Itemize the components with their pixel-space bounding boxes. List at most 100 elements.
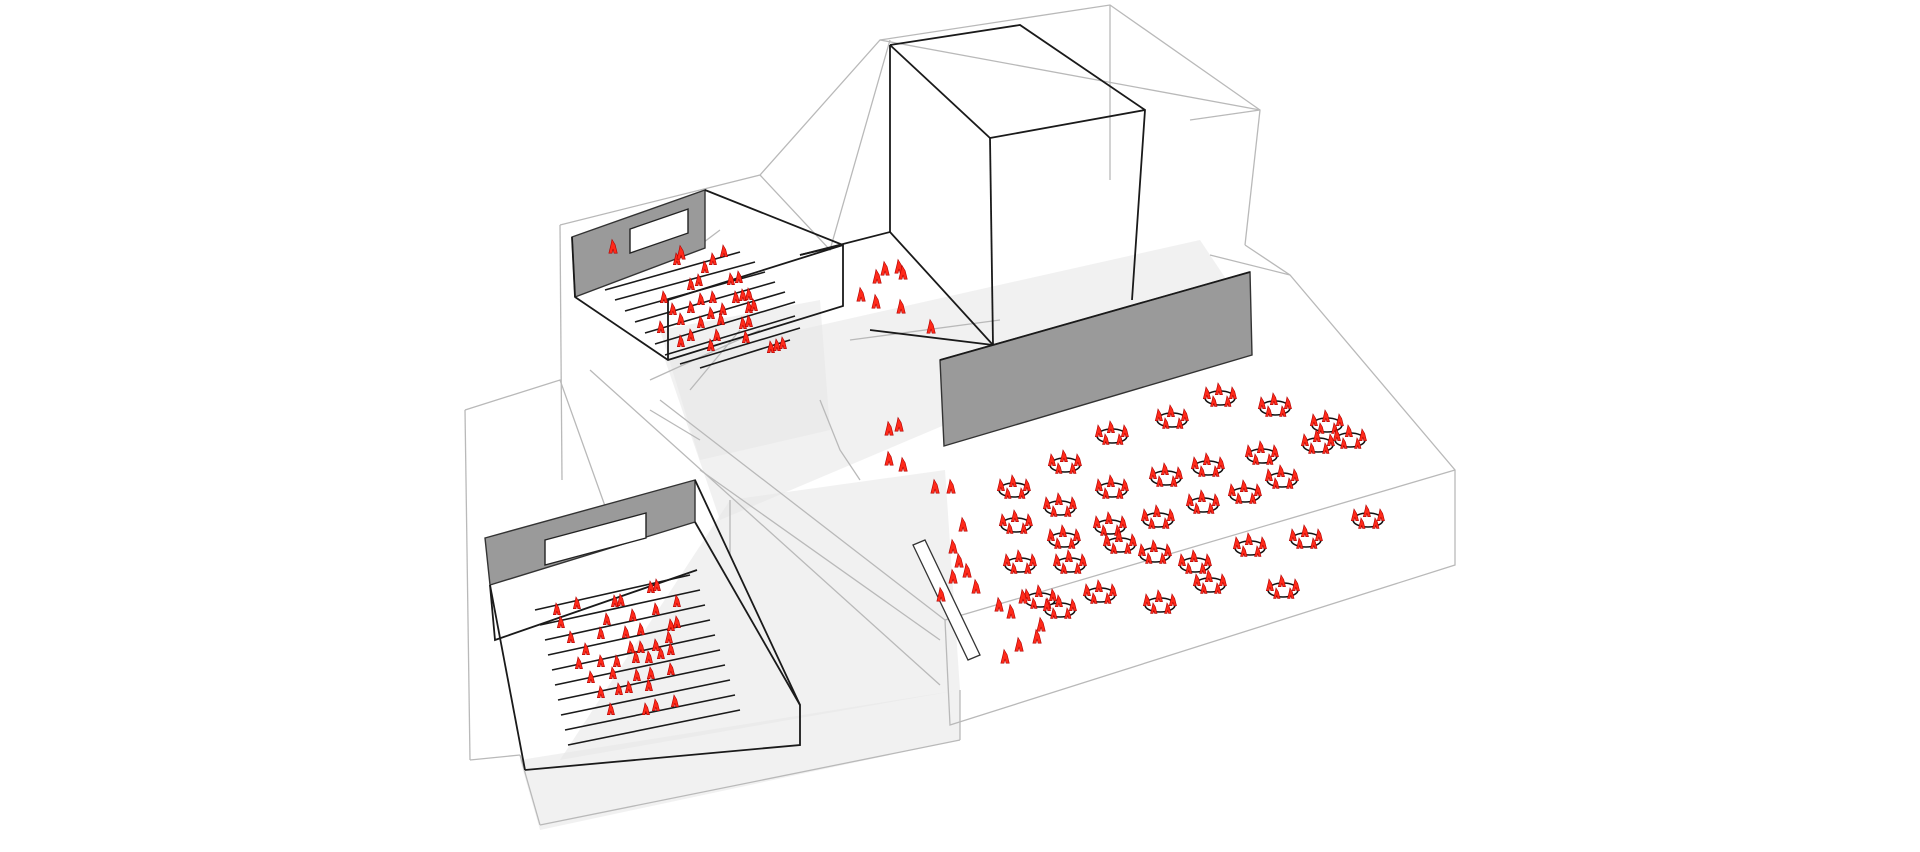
person-figure	[872, 268, 882, 284]
person-figure	[1174, 466, 1183, 479]
person-figure	[1212, 465, 1220, 477]
person-figure	[1050, 505, 1058, 517]
person-figure	[552, 602, 561, 615]
person-figure	[1116, 433, 1124, 445]
person-figure	[1216, 456, 1225, 469]
person-figure	[1082, 583, 1091, 596]
person-figure	[1279, 405, 1287, 417]
person-figure	[1276, 464, 1285, 477]
person-figure	[651, 638, 660, 651]
person-figure	[1269, 392, 1278, 405]
person-figure	[1149, 539, 1158, 552]
person-figure	[954, 552, 964, 568]
person-figure	[586, 670, 595, 683]
person-figure	[1207, 502, 1215, 514]
person-figure	[706, 338, 715, 351]
person-figure	[1372, 517, 1380, 529]
person-figure	[1265, 405, 1273, 417]
person-figure	[1014, 636, 1024, 652]
person-figure	[1358, 517, 1366, 529]
person-figure	[1104, 592, 1112, 604]
person-figure	[1148, 466, 1157, 479]
person-figure	[1322, 442, 1330, 454]
person-figure	[1344, 424, 1353, 437]
person-figure	[1042, 598, 1051, 611]
person-figure	[1152, 504, 1161, 517]
person-figure	[1128, 533, 1137, 546]
person-figure	[1228, 386, 1237, 399]
person-figure	[1202, 452, 1211, 465]
person-figure	[606, 702, 615, 715]
person-figure	[744, 314, 753, 327]
person-figure	[958, 516, 968, 532]
person-figure	[1018, 487, 1026, 499]
partition-wall	[939, 271, 1253, 447]
person-figure	[1058, 524, 1067, 537]
person-figure	[1068, 598, 1077, 611]
person-figure	[1028, 553, 1037, 566]
person-figure	[1211, 493, 1220, 506]
person-figure	[1258, 536, 1267, 549]
person-figure	[1317, 422, 1325, 434]
person-figure	[1203, 553, 1212, 566]
person-figure	[1290, 468, 1299, 481]
person-figure	[1190, 456, 1199, 469]
person-figure	[1116, 487, 1124, 499]
person-figure	[1249, 492, 1257, 504]
person-figure	[1050, 607, 1058, 619]
person-figure	[719, 244, 728, 257]
person-figure	[651, 602, 660, 615]
person-figure	[1291, 578, 1300, 591]
person-figure	[1199, 562, 1207, 574]
person-figure	[948, 568, 958, 584]
person-figure	[1170, 475, 1178, 487]
person-figure	[1054, 594, 1063, 607]
person-figure	[686, 300, 695, 313]
person-figure	[1068, 537, 1076, 549]
person-figure	[1214, 582, 1222, 594]
person-figure	[616, 593, 625, 606]
person-figure	[1030, 597, 1038, 609]
person-figure	[1287, 587, 1295, 599]
person-figure	[1034, 584, 1043, 597]
person-figure	[1154, 408, 1163, 421]
person-figure	[1176, 417, 1184, 429]
person-figure	[1192, 573, 1201, 586]
person-figure	[1094, 579, 1103, 592]
person-figure	[948, 538, 958, 554]
person-figure	[971, 578, 981, 594]
person-figure	[1166, 404, 1175, 417]
person-figure	[644, 650, 653, 663]
person-figure	[1244, 444, 1253, 457]
person-figure	[628, 608, 637, 621]
person-figure	[726, 272, 735, 285]
person-figure	[1048, 588, 1057, 601]
person-figure	[1358, 428, 1367, 441]
person-figure	[1296, 537, 1304, 549]
person-figure	[666, 662, 675, 675]
person-figure	[672, 594, 681, 607]
person-figure	[696, 315, 705, 328]
person-figure	[610, 594, 619, 607]
person-figure	[1163, 543, 1172, 556]
person-figure	[1059, 449, 1068, 462]
person-figure	[656, 646, 665, 659]
lower-seating-rows	[534, 574, 741, 746]
person-figure	[1100, 524, 1108, 536]
person-figure	[1162, 417, 1170, 429]
person-figure	[651, 698, 660, 711]
person-figure	[686, 277, 695, 290]
person-figure	[624, 680, 633, 693]
person-figure	[1210, 395, 1218, 407]
person-figure	[1277, 574, 1286, 587]
person-figure	[1068, 496, 1077, 509]
person-figure	[856, 286, 866, 302]
person-figure	[1197, 489, 1206, 502]
person-figure	[676, 312, 685, 325]
person-figure	[556, 615, 565, 628]
person-figure	[1069, 462, 1077, 474]
person-figure	[998, 513, 1007, 526]
person-figure	[1004, 487, 1012, 499]
person-figure	[1054, 492, 1063, 505]
person-figure	[1036, 616, 1046, 632]
